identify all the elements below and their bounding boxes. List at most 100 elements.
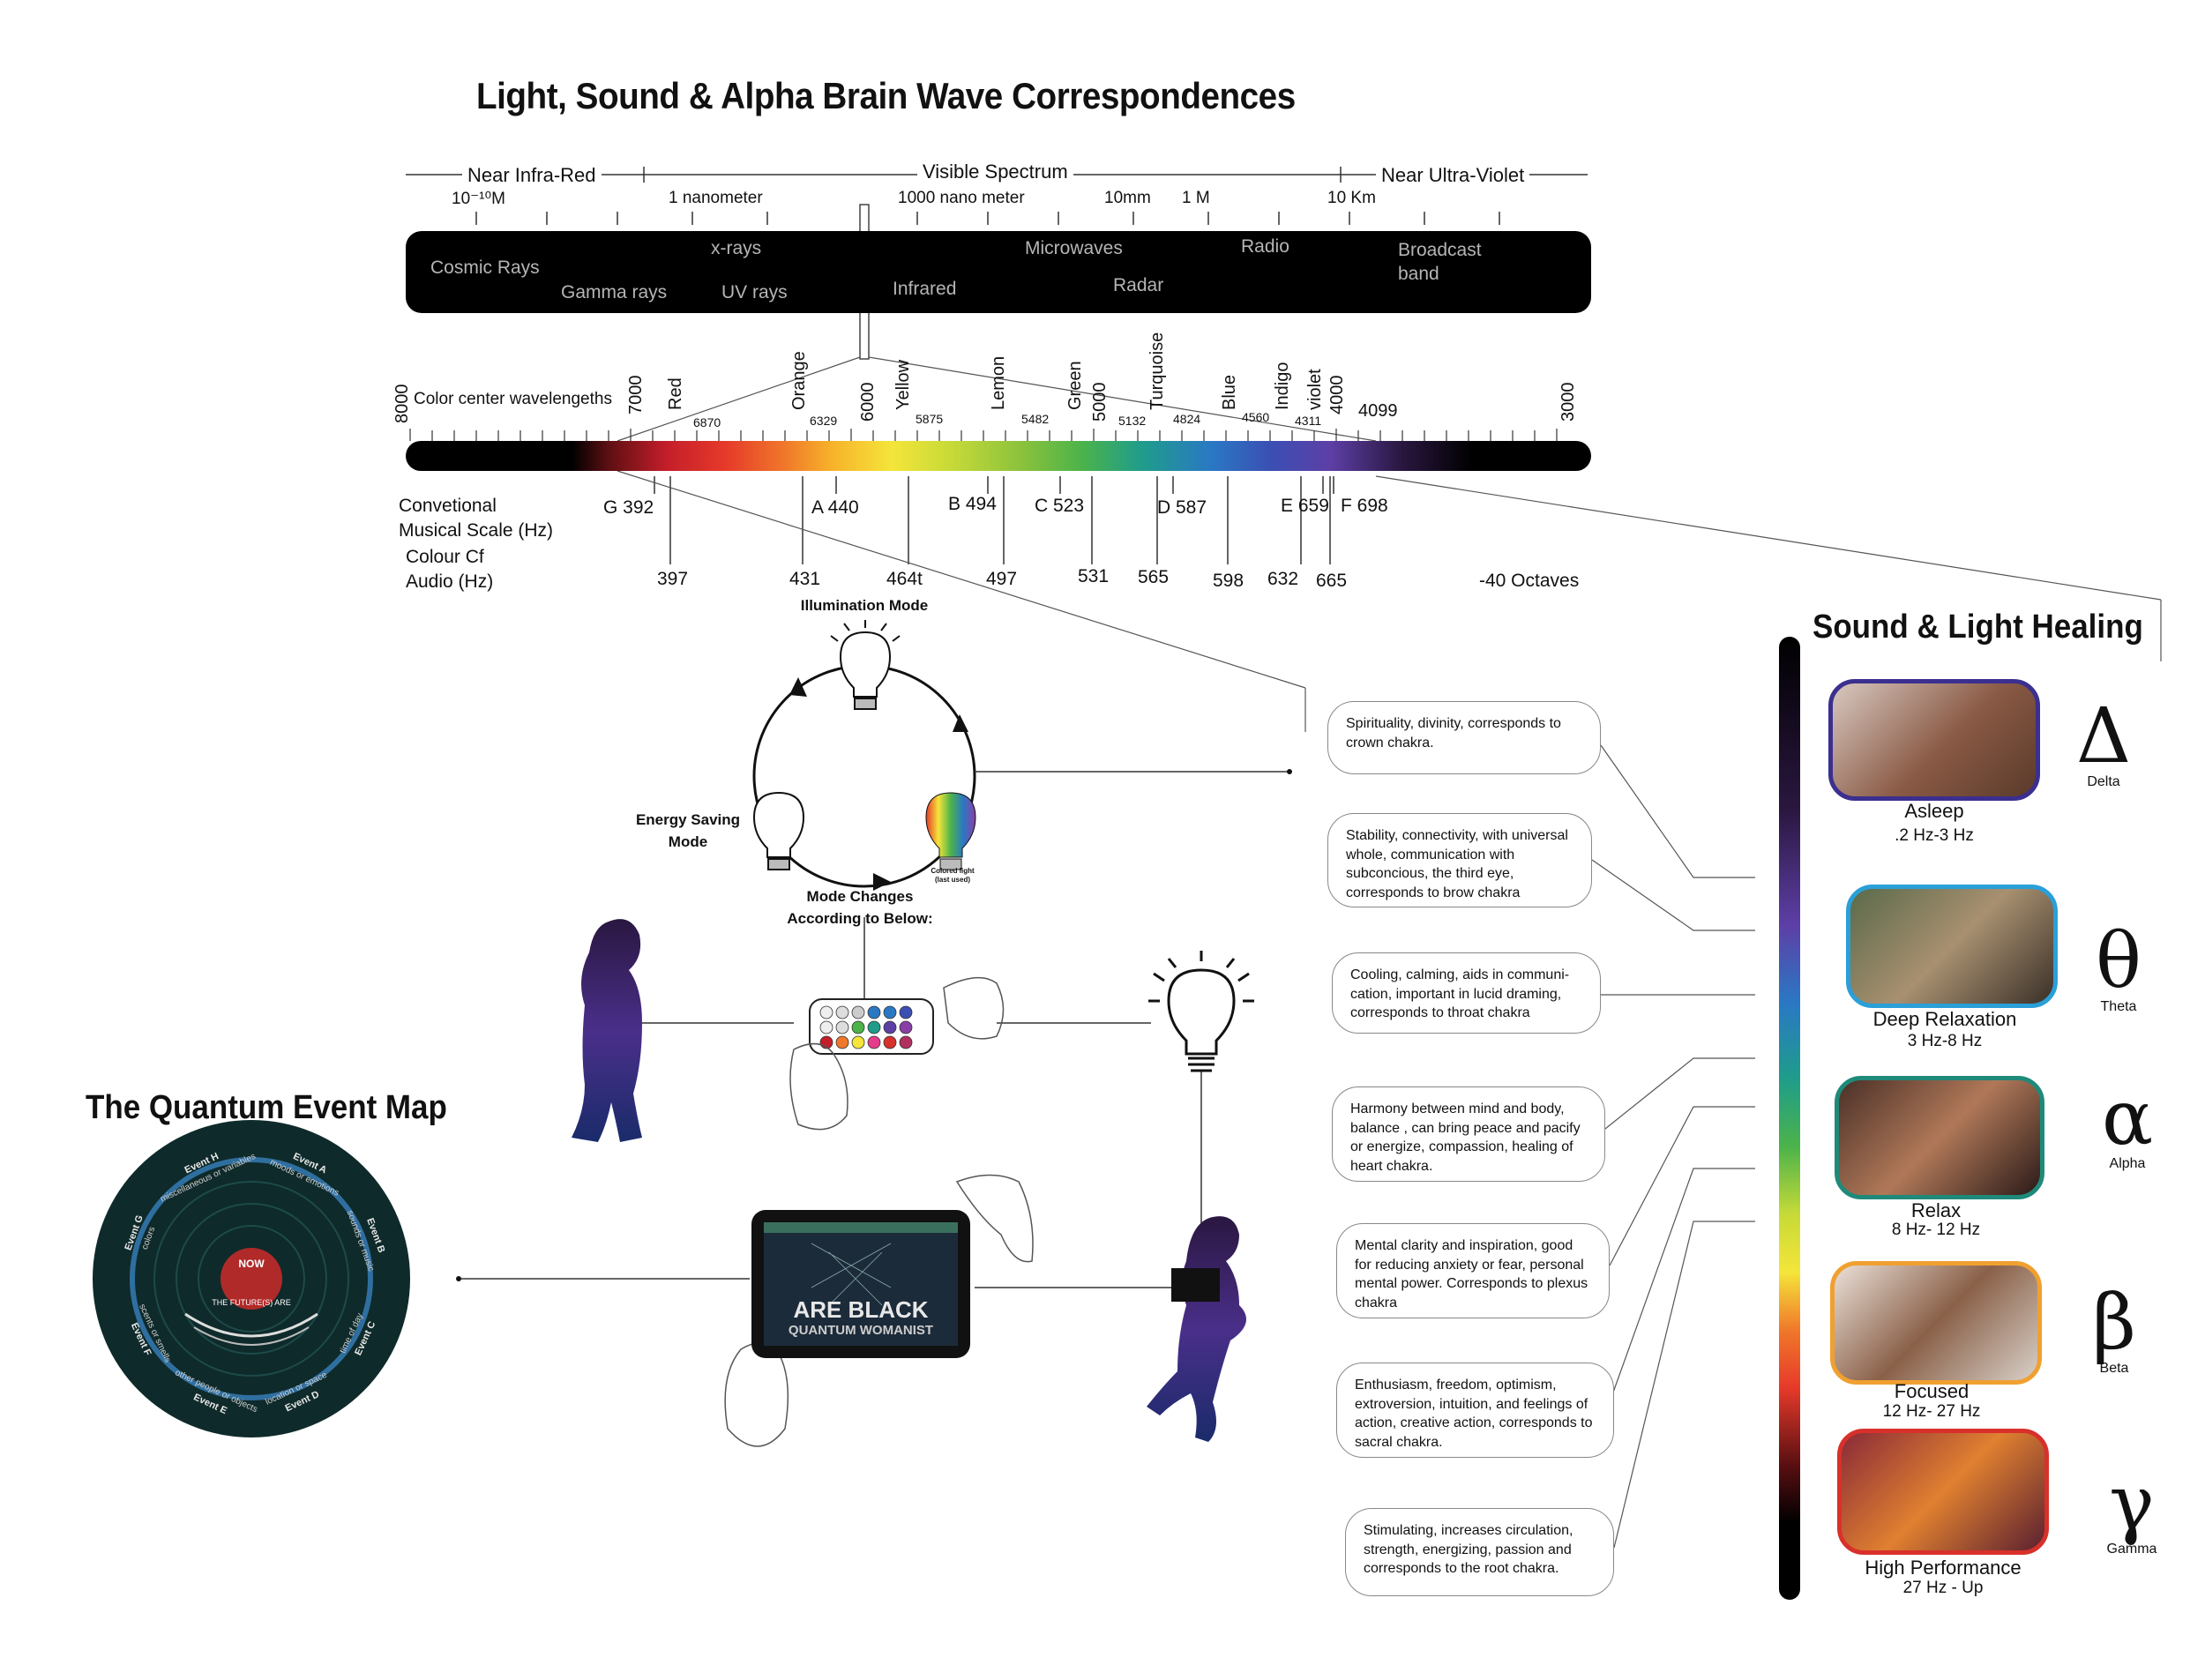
photo-asleep: [1828, 679, 2040, 801]
wl-5132: 5132: [1118, 414, 1146, 428]
axis-4000: 4000: [1327, 376, 1347, 415]
scale-label-3: 10mm: [1104, 189, 1151, 207]
band-cosmic-rays: Cosmic Rays: [430, 258, 540, 278]
audio-464t: 464t: [886, 569, 923, 589]
tablet-headline: ARE BLACK: [793, 1296, 929, 1323]
color-scale-rotated-labels: 8000 7000 6000 5000 4000 3000 Red Orange…: [392, 332, 1578, 429]
illumination-mode-label: Illumination Mode: [800, 597, 929, 614]
axis-8000: 8000: [392, 385, 412, 424]
healing-title: Sound & Light Healing: [1813, 609, 2143, 646]
audio-497: 497: [986, 569, 1018, 589]
color-turquoise: Turquoise: [1147, 332, 1167, 410]
band-infrared: Infrared: [893, 279, 957, 299]
chakra-heart: Harmony between mind and body, balance ,…: [1332, 1086, 1605, 1182]
future-label: THE FUTURE(S) ARE: [212, 1298, 291, 1307]
band-radar: Radar: [1113, 275, 1164, 295]
audio-531: 531: [1078, 566, 1110, 586]
wl-6329: 6329: [810, 414, 837, 428]
color-lemon: Lemon: [989, 356, 1008, 410]
wl-4099: 4099: [1358, 401, 1398, 421]
photo-focused: [1830, 1261, 2042, 1385]
color-orange: Orange: [789, 351, 809, 410]
visible-spectrum-label: Visible Spectrum: [917, 161, 1073, 183]
note-b: B 494: [948, 494, 997, 514]
octaves-label: -40 Octaves: [1479, 571, 1580, 591]
band-uv-rays: UV rays: [721, 282, 788, 302]
note-c: C 523: [1035, 496, 1085, 516]
band-x-rays: x-rays: [711, 238, 762, 258]
chakra-solar-plexus: Mental clarity and inspiration, good for…: [1336, 1223, 1610, 1318]
color-green: Green: [1065, 361, 1085, 410]
chakra-crown: Spirituality, divinity, corresponds to c…: [1327, 701, 1601, 774]
state-relax-label: Relax: [1910, 1199, 1962, 1221]
audio-397: 397: [657, 569, 689, 589]
note-f: F 698: [1341, 496, 1388, 516]
now-label: NOW: [238, 1258, 265, 1270]
note-a: A 440: [811, 497, 859, 518]
state-deep-relaxation-hz: 3 Hz-8 Hz: [1907, 1032, 1983, 1050]
chakra-brow: Stability, connectivity, with universal …: [1327, 813, 1592, 907]
wl-4824: 4824: [1173, 412, 1200, 426]
electromagnetic-band-bar: [406, 231, 1591, 313]
note-g: G 392: [603, 497, 654, 518]
scale-label-4: 1 M: [1182, 189, 1210, 207]
state-asleep-label: Asleep: [1904, 800, 1964, 822]
color-violet: violet: [1305, 369, 1325, 410]
audio-632: 632: [1267, 569, 1299, 589]
colored-light-label: Colored light(last used): [931, 867, 975, 885]
color-blue: Blue: [1220, 375, 1239, 410]
band-broadcast: Broadcast band: [1398, 240, 1482, 285]
photo-deep-relaxation: [1846, 885, 2058, 1008]
color-indigo: Indigo: [1273, 362, 1292, 411]
scale-label-5: 10 Km: [1327, 189, 1376, 207]
band-microwaves: Microwaves: [1025, 238, 1123, 258]
color-center-label: Color center wavelengeths: [414, 390, 612, 408]
audio-598: 598: [1213, 571, 1245, 591]
axis-6000: 6000: [858, 383, 878, 422]
page-title: Light, Sound & Alpha Brain Wave Correspo…: [476, 75, 1296, 116]
state-high-performance-hz: 27 Hz - Up: [1902, 1579, 1984, 1597]
wl-6870: 6870: [693, 415, 721, 429]
chakra-sacral: Enthusiasm, freedom, optimism, extrovers…: [1336, 1363, 1614, 1458]
photo-high-performance: [1837, 1429, 2049, 1555]
note-d: D 587: [1157, 497, 1207, 518]
state-high-performance-label: High Performance: [1865, 1557, 2022, 1579]
event-g-desc: colors: [140, 1226, 157, 1251]
wl-4311: 4311: [1295, 414, 1321, 428]
scale-label-2: 1000 nano meter: [898, 189, 1025, 207]
axis-7000: 7000: [626, 376, 646, 415]
quantum-event-map-title: The Quantum Event Map: [86, 1089, 447, 1126]
state-relax-hz: 8 Hz- 12 Hz: [1891, 1221, 1981, 1239]
audio-565: 565: [1138, 567, 1170, 587]
state-focused-hz: 12 Hz- 27 Hz: [1882, 1402, 1981, 1421]
chakra-root: Stimulating, increases circulation, stre…: [1345, 1508, 1614, 1596]
near-infrared-label: Near Infra-Red: [462, 164, 602, 187]
state-focused-label: Focused: [1894, 1380, 1970, 1402]
color-yellow: Yellow: [893, 359, 913, 410]
scale-label-1: 1 nanometer: [669, 189, 763, 207]
photo-relax: [1835, 1076, 2044, 1199]
scale-label-0: 10⁻¹⁰M: [452, 190, 505, 208]
band-radio: Radio: [1241, 236, 1289, 257]
chakra-throat: Cooling, calming, aids in communi-cation…: [1332, 952, 1601, 1034]
wl-4560: 4560: [1242, 410, 1269, 424]
axis-5000: 5000: [1090, 383, 1110, 422]
audio-431: 431: [789, 569, 821, 589]
quantum-event-map-wheel: Event A Event B Event C Event D Event E …: [123, 1151, 386, 1416]
state-asleep-hz: .2 Hz-3 Hz: [1895, 826, 1974, 845]
audio-665: 665: [1316, 571, 1348, 591]
state-deep-relaxation-label: Deep Relaxation: [1872, 1008, 2017, 1030]
color-red: Red: [666, 377, 685, 410]
tablet-subline: QUANTUM WOMANIST: [788, 1323, 934, 1338]
near-ultraviolet-label: Near Ultra-Violet: [1376, 164, 1530, 187]
band-gamma-rays: Gamma rays: [561, 282, 668, 302]
